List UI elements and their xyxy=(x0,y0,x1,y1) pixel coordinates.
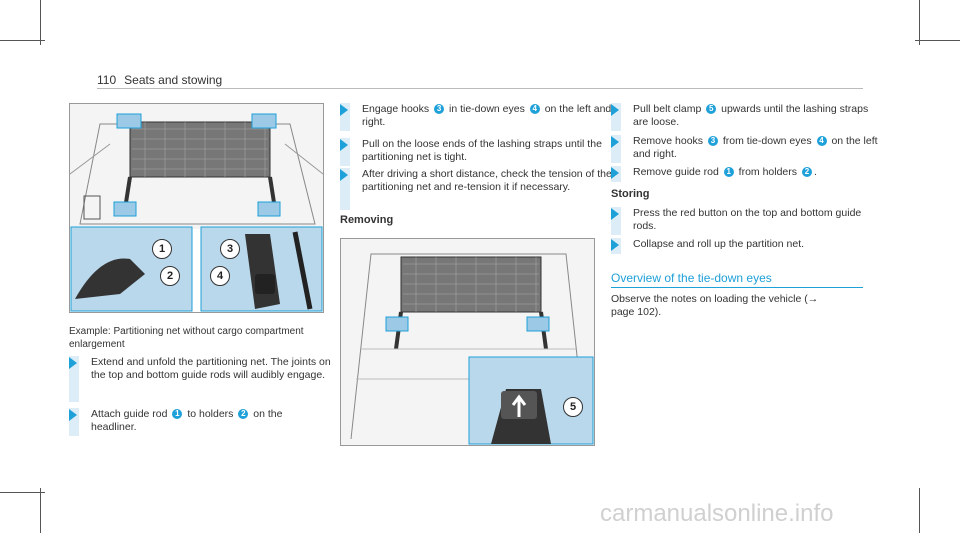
step-text: . xyxy=(813,166,817,178)
crop-mark xyxy=(0,40,45,41)
step-arrow-icon xyxy=(69,409,77,421)
ref-badge: 3 xyxy=(434,104,445,114)
page-number: 110 xyxy=(97,73,117,87)
step-text: Pull belt clamp xyxy=(633,103,702,115)
step-arrow-icon xyxy=(340,169,348,181)
step-bar xyxy=(611,207,621,235)
section-rule xyxy=(611,287,863,288)
ref-badge: 4 xyxy=(529,104,540,114)
step-check-tension: After driving a short distance, check th… xyxy=(340,168,612,194)
step-engage-hooks: Engage hooks 3 in tie-down eyes 4 on the… xyxy=(340,103,612,129)
ref-badge: 1 xyxy=(172,409,183,419)
step-text: upwards until the lashing straps are loo… xyxy=(633,103,869,128)
ref-badge: 4 xyxy=(816,136,827,146)
step-text: to holders xyxy=(187,408,234,420)
step-arrow-icon xyxy=(611,104,619,116)
callout-3: 3 xyxy=(220,239,240,259)
callout-5: 5 xyxy=(563,397,583,417)
step-arrow-icon xyxy=(340,104,348,116)
ref-badge: 1 xyxy=(723,167,734,177)
step-bar xyxy=(340,168,350,210)
step-arrow-icon xyxy=(69,357,77,369)
step-pull-straps: Pull on the loose ends of the lashing st… xyxy=(340,138,612,164)
crop-mark xyxy=(919,0,920,45)
crop-mark xyxy=(0,492,45,493)
step-bar xyxy=(69,408,79,436)
step-arrow-icon xyxy=(611,239,619,251)
cargo-net-illustration xyxy=(70,104,323,312)
step-bar xyxy=(611,135,621,163)
step-text: on the left and right. xyxy=(362,103,612,128)
section-title: Overview of the tie-down eyes xyxy=(611,271,772,285)
cargo-net-removal-illustration xyxy=(341,239,594,445)
step-text: Collapse and roll up the partition net. xyxy=(633,238,805,250)
step-text: from tie-down eyes xyxy=(722,135,812,147)
step-remove-rod: Remove guide rod 1 from holders 2. xyxy=(611,166,885,179)
heading-storing: Storing xyxy=(611,188,650,200)
step-bar xyxy=(340,138,350,166)
step-bar xyxy=(69,356,79,402)
step-text: on the headliner. xyxy=(91,408,283,433)
callout-2: 2 xyxy=(160,266,180,286)
ref-badge: 3 xyxy=(707,136,718,146)
header-rule xyxy=(97,88,863,89)
step-text: Extend and unfold the partitioning net. … xyxy=(91,356,331,381)
step-collapse-net: Collapse and roll up the partition net. xyxy=(611,238,885,251)
crop-mark xyxy=(915,40,960,41)
step-press-button: Press the red button on the top and bott… xyxy=(611,207,885,233)
step-arrow-icon xyxy=(611,167,619,179)
note-text: Observe the notes on loading the vehicle… xyxy=(611,293,819,318)
ref-badge: 5 xyxy=(706,104,717,114)
watermark: carmanualsonline.info xyxy=(600,500,834,527)
step-text: After driving a short distance, check th… xyxy=(362,168,612,193)
section-name: Seats and stowing xyxy=(124,73,223,87)
step-extend-net: Extend and unfold the partitioning net. … xyxy=(69,356,346,382)
callout-1: 1 xyxy=(152,239,172,259)
step-text: on the left and right. xyxy=(633,135,878,160)
crop-mark xyxy=(40,488,41,533)
figure-net-installation: 1 2 3 4 xyxy=(69,103,324,313)
step-text: from holders xyxy=(738,166,798,178)
crop-mark xyxy=(40,0,41,45)
step-text: Attach guide rod xyxy=(91,408,168,420)
heading-removing: Removing xyxy=(340,214,394,226)
step-bar xyxy=(340,103,350,131)
ref-badge: 2 xyxy=(238,409,249,419)
step-text: Remove hooks xyxy=(633,135,704,147)
step-pull-clamp: Pull belt clamp 5 upwards until the lash… xyxy=(611,103,885,129)
page-header: 110 Seats and stowing xyxy=(97,73,222,87)
step-arrow-icon xyxy=(340,139,348,151)
step-arrow-icon xyxy=(611,208,619,220)
step-remove-hooks: Remove hooks 3 from tie-down eyes 4 on t… xyxy=(611,135,885,161)
step-arrow-icon xyxy=(611,136,619,148)
step-text: in tie-down eyes xyxy=(448,103,525,115)
ref-badge: 2 xyxy=(801,167,812,177)
figure-caption: Example: Partitioning net without cargo … xyxy=(69,326,304,350)
step-bar xyxy=(611,103,621,131)
crop-mark xyxy=(919,488,920,533)
step-text: Pull on the loose ends of the lashing st… xyxy=(362,138,602,163)
callout-4: 4 xyxy=(210,266,230,286)
step-text: Engage hooks xyxy=(362,103,430,115)
figure-net-removal: 5 xyxy=(340,238,595,446)
step-text: Remove guide rod xyxy=(633,166,719,178)
step-attach-rod: Attach guide rod 1 to holders 2 on the h… xyxy=(69,408,321,434)
step-text: Press the red button on the top and bott… xyxy=(633,207,862,232)
